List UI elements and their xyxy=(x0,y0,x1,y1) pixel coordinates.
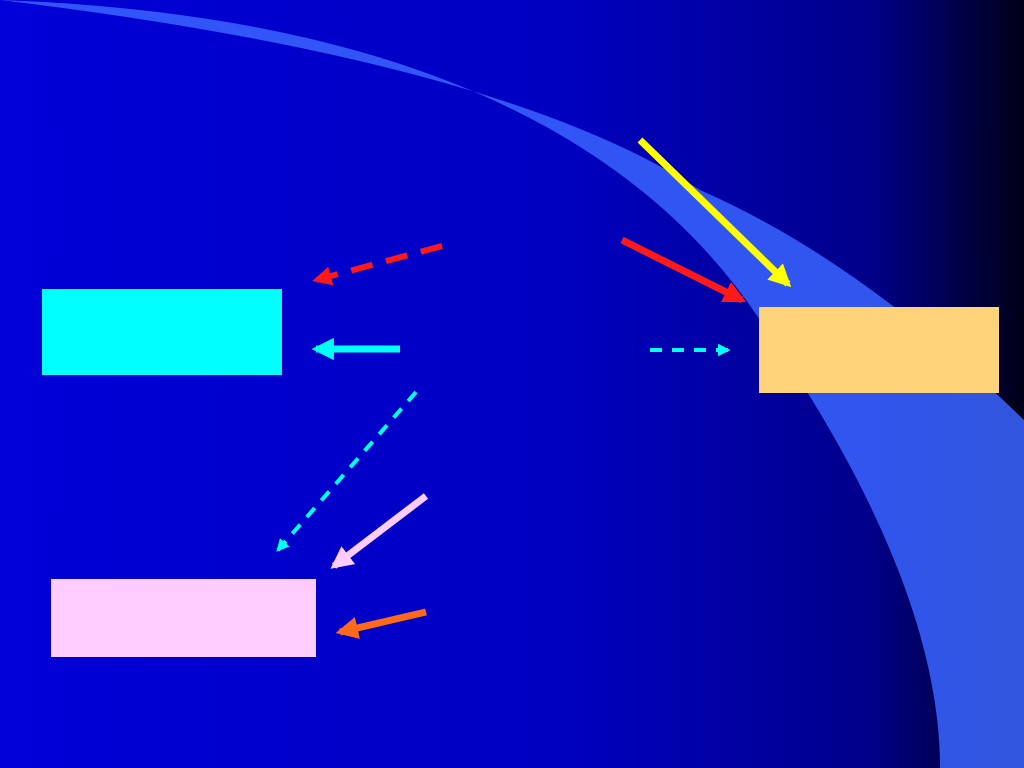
arrow-carbohydrates-to-energetic xyxy=(637,137,792,288)
arrow-fats-to-energetic xyxy=(620,236,747,304)
arrow-fats-to-structural xyxy=(312,243,443,286)
arrow-minerals-to-regulatory xyxy=(330,493,429,569)
box-regulatory xyxy=(51,579,316,657)
arrow-vitamins-to-regulatory xyxy=(335,608,427,639)
box-energetic xyxy=(759,307,999,393)
arrow-proteins-to-regulatory xyxy=(276,390,418,552)
box-structural xyxy=(42,289,282,375)
